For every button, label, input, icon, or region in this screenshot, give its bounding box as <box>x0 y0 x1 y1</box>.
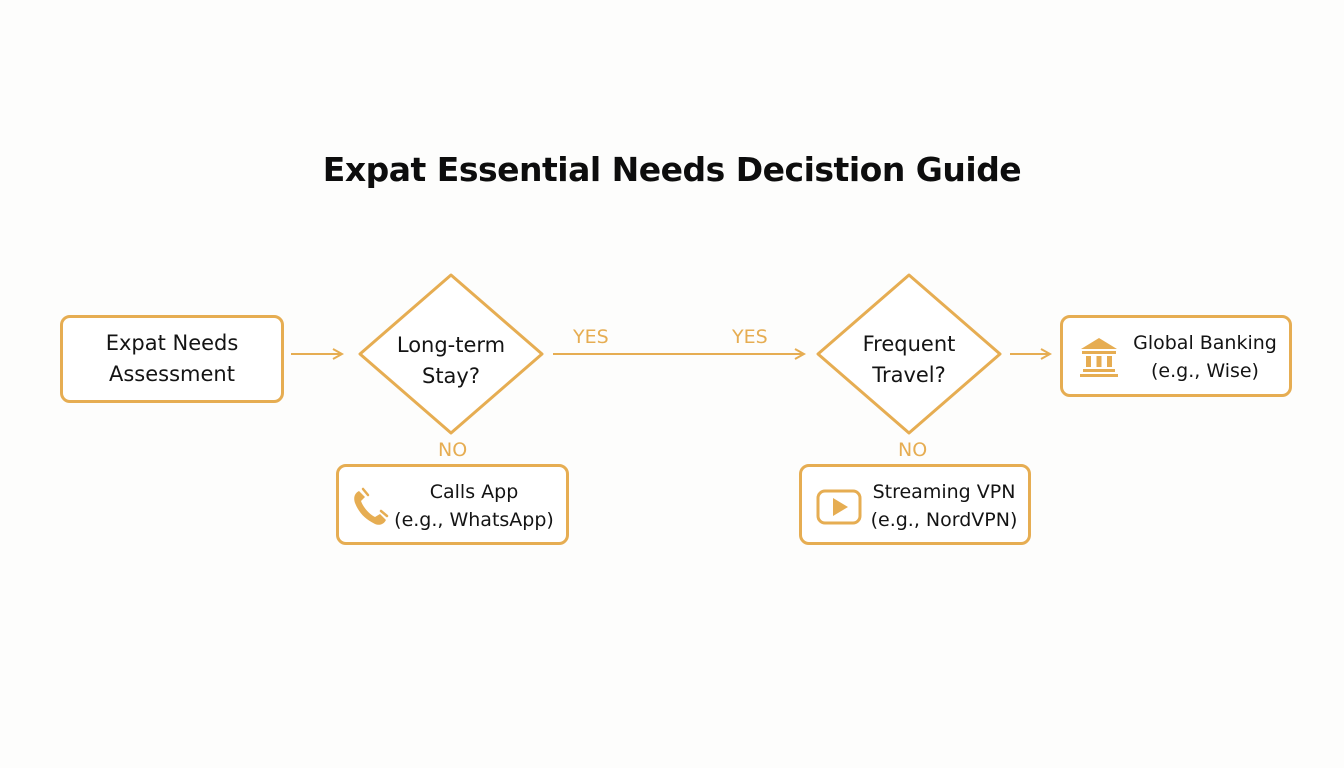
edge-label-yes-2: YES <box>732 326 768 348</box>
banking-line1: Global Banking <box>1133 332 1277 354</box>
start-node-line2: Assessment <box>109 362 235 386</box>
bank-icon <box>1079 336 1119 382</box>
decision1-diamond <box>358 273 544 435</box>
banking-line2: (e.g., Wise) <box>1151 360 1259 382</box>
vpn-line2: (e.g., NordVPN) <box>870 509 1018 531</box>
start-node-line1: Expat Needs <box>105 331 239 355</box>
decision2-line2: Travel? <box>872 363 946 387</box>
vpn-node: Streaming VPN (e.g., NordVPN) <box>799 464 1031 545</box>
decision1-line1: Long-term <box>396 333 506 357</box>
decision1-line2: Stay? <box>421 364 480 388</box>
decision2-label: Frequent Travel? <box>829 329 989 391</box>
banking-node: Global Banking (e.g., Wise) <box>1060 315 1292 397</box>
decision1-label: Long-term Stay? <box>371 330 531 392</box>
calls-line1: Calls App <box>429 481 519 503</box>
edge-label-no-1: NO <box>438 439 468 461</box>
decision2-line1: Frequent <box>862 332 956 356</box>
phone-icon <box>351 487 389 531</box>
diagram-title: Expat Essential Needs Decistion Guide <box>322 150 1022 189</box>
calls-node: Calls App (e.g., WhatsApp) <box>336 464 569 545</box>
start-node: Expat Needs Assessment <box>60 315 284 403</box>
decision2-diamond <box>816 273 1002 435</box>
calls-line2: (e.g., WhatsApp) <box>394 509 554 531</box>
edge-label-yes-1: YES <box>573 326 609 348</box>
play-icon <box>816 489 862 529</box>
vpn-line1: Streaming VPN <box>872 481 1016 503</box>
edge-label-no-2: NO <box>898 439 928 461</box>
